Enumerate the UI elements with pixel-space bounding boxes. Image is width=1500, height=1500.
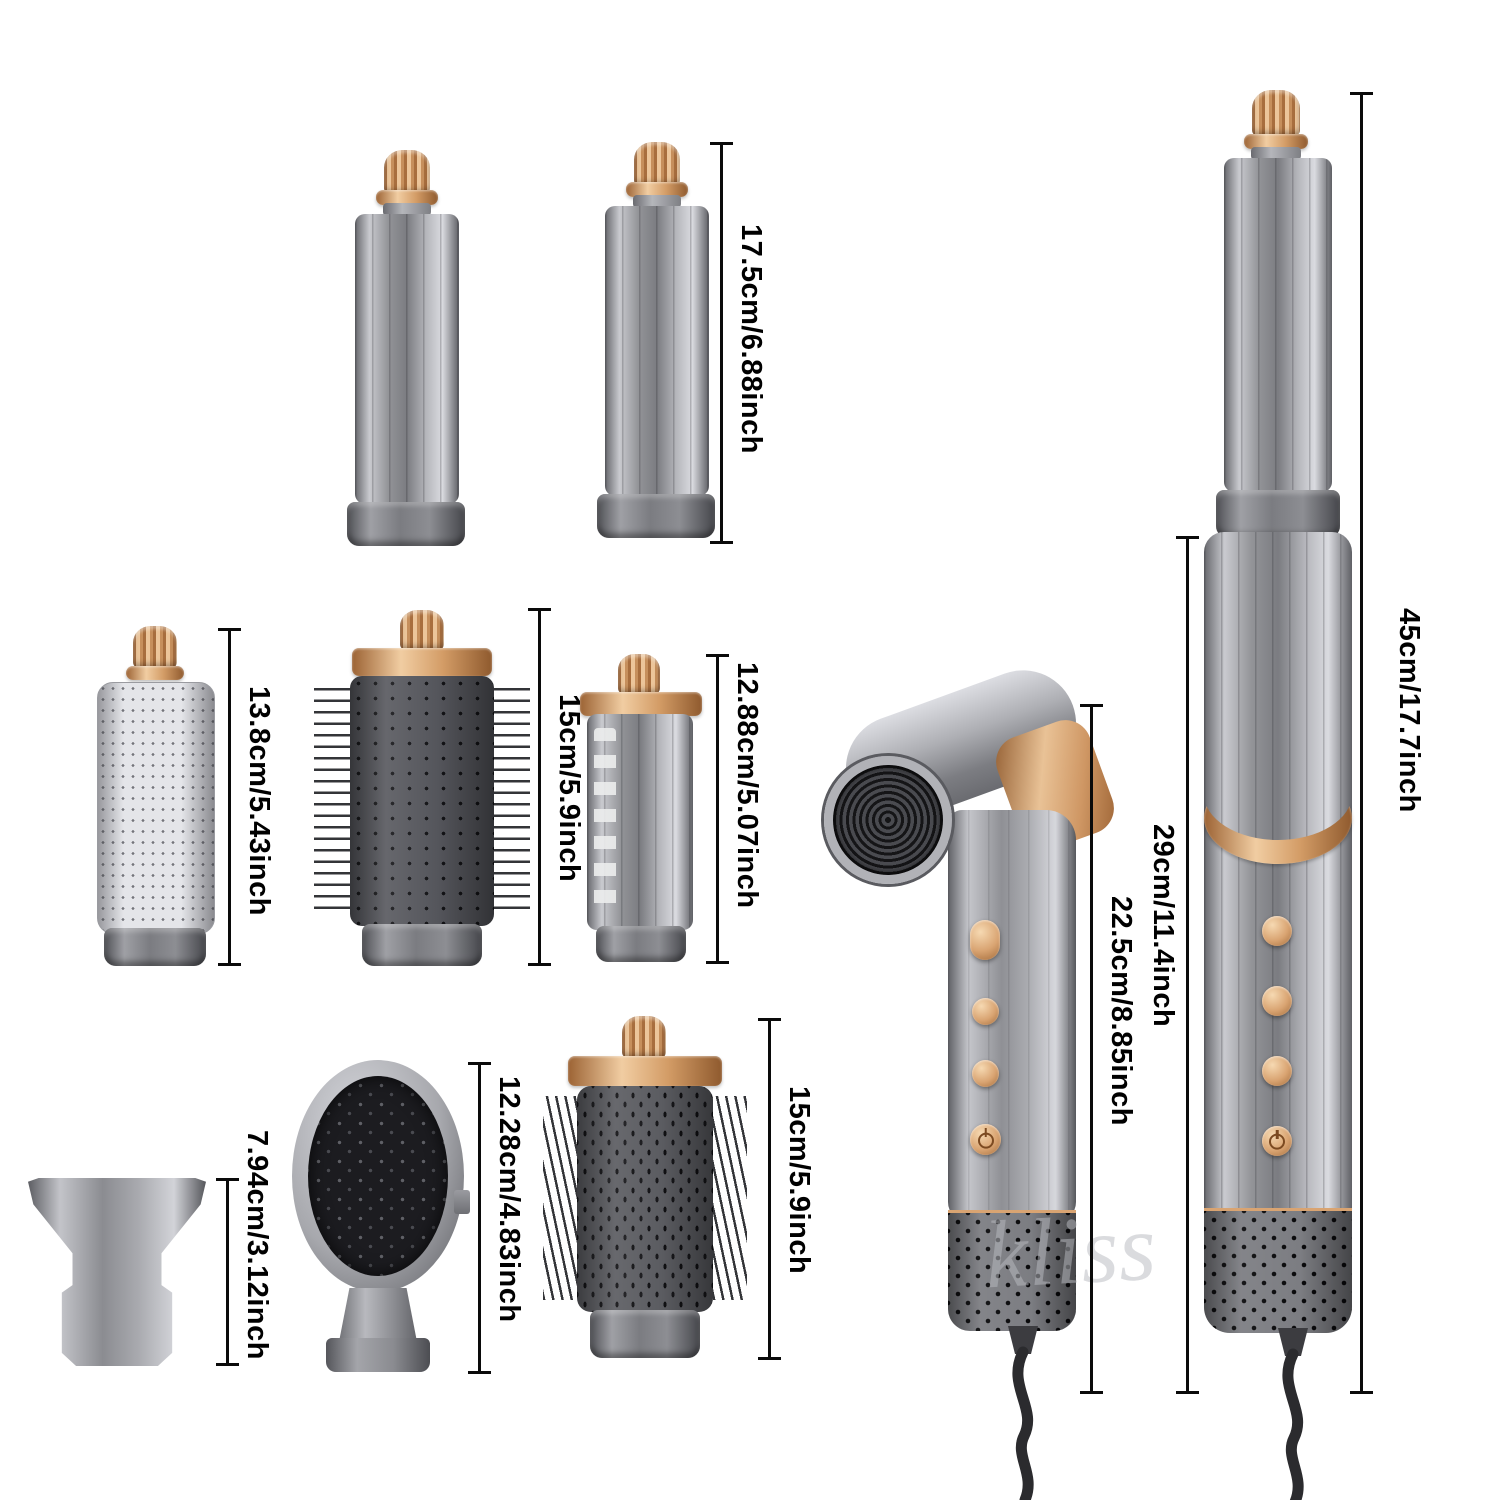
measure-label-main-body: 29cm/11.4inch <box>1147 824 1179 1028</box>
barrel-neck <box>633 195 681 208</box>
mesh-body <box>97 682 215 934</box>
roundbrush-bristles-left <box>543 1096 577 1300</box>
dryer-air-inlet-grille <box>948 1210 1076 1331</box>
roundbrush-body <box>577 1086 713 1312</box>
brand-watermark: kliss <box>982 1192 1159 1309</box>
unit-barrel-neck <box>1251 147 1301 160</box>
measure-label-round-brush: 15cm/5.9inch <box>783 1086 815 1275</box>
paddle-bristle-pad <box>308 1076 448 1276</box>
measure-label-nozzle: 7.94cm/3.12inch <box>241 1130 273 1360</box>
measure-line-dryer <box>1080 704 1103 1394</box>
unit-barrel-joint <box>1216 490 1340 538</box>
measure-label-barrel: 17.5cm/6.88inch <box>735 224 767 454</box>
barrel-base <box>597 494 715 538</box>
dryer-heat-button <box>972 998 999 1025</box>
measure-label-slot: 12.88cm/5.07inch <box>731 662 763 909</box>
mesh-rose-ring <box>126 666 184 680</box>
slot-base <box>596 926 686 962</box>
brush-knob <box>400 610 444 650</box>
brush-bristles-right <box>494 688 530 916</box>
measure-line-full-unit <box>1350 92 1373 1394</box>
slot-rose-ring <box>580 692 702 716</box>
dryer-mode-button <box>970 920 1000 960</box>
dryer-air-vent <box>824 756 952 884</box>
unit-power-cord <box>1278 1328 1308 1500</box>
unit-crescent-cover <box>1204 748 1352 840</box>
measure-line-main-body <box>1176 536 1199 1394</box>
roundbrush-base <box>590 1310 700 1358</box>
brush-rose-ring <box>352 648 492 676</box>
barrel-base <box>347 502 465 546</box>
slot-knob <box>618 654 660 694</box>
brush-body <box>350 676 494 926</box>
measure-label-soft-brush: 15cm/5.9inch <box>553 694 585 883</box>
measure-label-dryer: 22.5cm/8.85inch <box>1105 896 1137 1126</box>
unit-barrel-knob <box>1252 90 1300 136</box>
roundbrush-rose-ring <box>568 1056 722 1086</box>
measure-line-nozzle <box>216 1178 239 1366</box>
mesh-knob <box>133 626 177 668</box>
paddle-base <box>326 1338 430 1372</box>
measure-label-full-unit: 45cm/17.7inch <box>1393 608 1425 813</box>
unit-barrel-rose-ring <box>1244 134 1308 149</box>
roundbrush-bristles-right <box>713 1096 747 1300</box>
dryer-power-cord <box>1008 1326 1038 1500</box>
barrel-body <box>355 214 459 504</box>
measure-label-paddle: 12.28cm/4.83inch <box>493 1076 525 1323</box>
barrel-knob <box>634 142 680 186</box>
unit-mode-button <box>1262 916 1292 946</box>
measure-line-slot <box>706 654 729 964</box>
measure-line-soft-brush <box>528 608 551 966</box>
dryer-power-button <box>970 1124 1001 1155</box>
roundbrush-knob <box>622 1016 666 1058</box>
measure-line-paddle <box>468 1062 491 1374</box>
unit-power-button <box>1262 1126 1292 1156</box>
barrel-body <box>605 206 709 496</box>
paddle-collar <box>339 1288 417 1340</box>
mesh-base <box>104 928 206 966</box>
barrel-knob <box>384 150 430 194</box>
dryer-speed-button <box>972 1060 999 1087</box>
dryer-handle <box>948 810 1076 1222</box>
measure-label-mesh: 13.8cm/5.43inch <box>243 686 275 916</box>
brush-base <box>362 924 482 966</box>
slot-vents <box>594 728 616 916</box>
unit-barrel-body <box>1224 158 1332 492</box>
nozzle-body <box>28 1178 206 1366</box>
unit-speed-button <box>1262 1056 1292 1086</box>
barrel-rose-ring <box>376 190 438 205</box>
barrel-neck <box>383 203 431 216</box>
unit-heat-button <box>1262 986 1292 1016</box>
brush-bristles-left <box>314 688 350 916</box>
unit-main-body <box>1204 532 1352 1216</box>
paddle-side-pin <box>454 1190 470 1214</box>
measure-line-mesh <box>218 628 241 966</box>
barrel-rose-ring <box>626 182 688 197</box>
unit-air-inlet-grille <box>1204 1208 1352 1333</box>
measure-line-barrel <box>710 142 733 544</box>
measure-line-round-brush <box>758 1018 781 1360</box>
